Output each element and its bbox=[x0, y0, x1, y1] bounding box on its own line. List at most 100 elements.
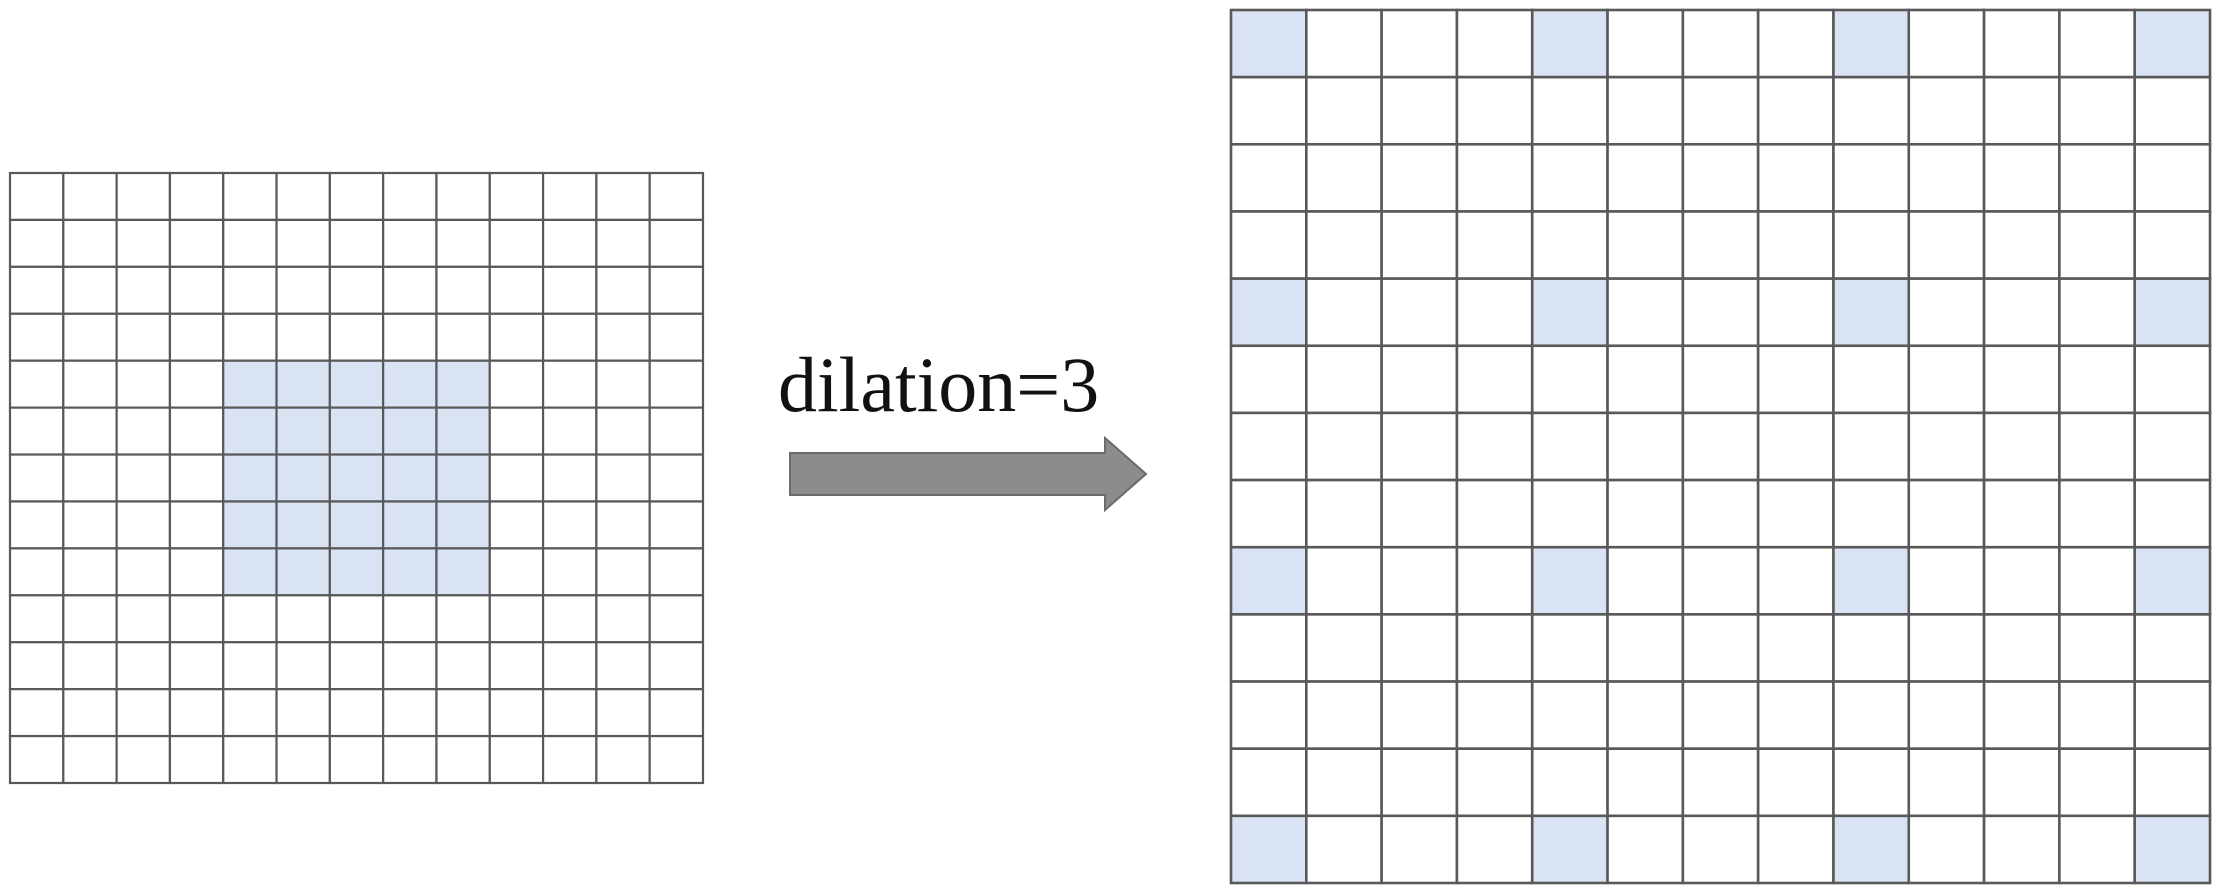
input-highlighted-cell bbox=[222, 500, 278, 550]
input-cell bbox=[115, 688, 172, 738]
dilated-cell bbox=[1907, 143, 1986, 213]
dilated-cell bbox=[1982, 75, 2061, 146]
input-cell bbox=[328, 171, 385, 222]
dilated-cell bbox=[1455, 277, 1534, 348]
dilated-cell bbox=[1832, 143, 1911, 213]
input-cell bbox=[328, 218, 385, 268]
dilated-cell bbox=[1305, 344, 1383, 415]
dilated-highlighted-cell bbox=[1832, 814, 1911, 885]
dilated-cell bbox=[1982, 210, 2061, 280]
input-cell bbox=[488, 265, 545, 315]
dilated-cell bbox=[1832, 210, 1911, 280]
dilated-cell bbox=[1380, 411, 1459, 482]
input-highlighted-cell bbox=[435, 547, 491, 597]
dilated-cell bbox=[1380, 344, 1459, 415]
dilated-cell bbox=[1832, 680, 1911, 750]
dilated-cell bbox=[1305, 210, 1383, 280]
input-highlighted-cell bbox=[435, 406, 491, 456]
dilated-highlighted-cell bbox=[2133, 814, 2212, 885]
input-cell bbox=[382, 641, 438, 691]
input-cell bbox=[8, 500, 65, 550]
dilated-cell bbox=[1530, 210, 1609, 280]
dilated-cell bbox=[1756, 478, 1835, 549]
input-cell bbox=[62, 594, 118, 644]
dilated-cell bbox=[1530, 143, 1609, 213]
input-cell bbox=[8, 265, 65, 315]
dilated-highlighted-cell bbox=[1229, 8, 1308, 79]
input-cell bbox=[168, 547, 225, 597]
dilated-cell bbox=[1907, 814, 1986, 885]
dilated-highlighted-cell bbox=[2133, 8, 2212, 79]
dilated-cell bbox=[1681, 344, 1760, 415]
dilated-cell bbox=[1756, 143, 1835, 213]
input-cell bbox=[8, 406, 65, 456]
input-cell bbox=[488, 594, 545, 644]
dilated-cell bbox=[1305, 680, 1383, 750]
dilated-cell bbox=[1305, 747, 1383, 818]
input-cell bbox=[62, 641, 118, 691]
dilated-cell bbox=[1832, 613, 1911, 683]
input-cell bbox=[488, 641, 545, 691]
input-highlighted-cell bbox=[382, 547, 438, 597]
dilated-cell bbox=[1907, 277, 1986, 348]
dilated-cell bbox=[1455, 210, 1534, 280]
input-cell bbox=[222, 171, 278, 222]
input-cell bbox=[328, 312, 385, 362]
dilated-cell bbox=[1229, 613, 1308, 683]
input-cell bbox=[648, 453, 705, 503]
dilated-cell bbox=[2058, 143, 2136, 213]
dilated-highlighted-cell bbox=[2133, 277, 2212, 348]
input-cell bbox=[595, 359, 651, 409]
input-cell bbox=[595, 734, 651, 785]
input-cell bbox=[168, 688, 225, 738]
input-cell bbox=[115, 453, 172, 503]
input-cell bbox=[8, 359, 65, 409]
input-cell bbox=[595, 547, 651, 597]
input-cell bbox=[222, 265, 278, 315]
input-cell bbox=[541, 641, 598, 691]
input-cell bbox=[595, 453, 651, 503]
dilated-cell bbox=[1606, 545, 1685, 616]
input-cell bbox=[648, 500, 705, 550]
input-cell bbox=[488, 312, 545, 362]
dilated-cell bbox=[1606, 210, 1685, 280]
input-kernel-grid bbox=[8, 171, 705, 785]
input-cell bbox=[382, 265, 438, 315]
input-cell bbox=[168, 500, 225, 550]
dilated-cell bbox=[1455, 411, 1534, 482]
dilated-cell bbox=[1681, 747, 1760, 818]
dilated-cell bbox=[1982, 478, 2061, 549]
input-cell bbox=[382, 734, 438, 785]
dilated-cell bbox=[1982, 277, 2061, 348]
input-cell bbox=[62, 171, 118, 222]
input-cell bbox=[488, 218, 545, 268]
input-cell bbox=[328, 688, 385, 738]
dilated-highlighted-cell bbox=[1530, 545, 1609, 616]
dilated-cell bbox=[1681, 545, 1760, 616]
dilated-cell bbox=[1982, 545, 2061, 616]
input-highlighted-cell bbox=[222, 453, 278, 503]
dilated-cell bbox=[1907, 411, 1986, 482]
dilated-highlighted-cell bbox=[2133, 545, 2212, 616]
dilated-cell bbox=[1380, 545, 1459, 616]
input-cell bbox=[275, 734, 331, 785]
dilated-cell bbox=[1530, 75, 1609, 146]
dilated-cell bbox=[1756, 613, 1835, 683]
input-cell bbox=[62, 218, 118, 268]
input-cell bbox=[595, 594, 651, 644]
dilated-cell bbox=[1530, 411, 1609, 482]
input-cell bbox=[275, 594, 331, 644]
input-cell bbox=[435, 688, 491, 738]
input-cell bbox=[541, 406, 598, 456]
input-highlighted-cell bbox=[328, 406, 385, 456]
dilated-cell bbox=[1229, 747, 1308, 818]
dilated-cell bbox=[2133, 613, 2212, 683]
dilated-cell bbox=[1305, 143, 1383, 213]
input-cell bbox=[168, 265, 225, 315]
input-highlighted-cell bbox=[328, 453, 385, 503]
dilated-cell bbox=[1832, 478, 1911, 549]
dilation-label: dilation=3 bbox=[778, 341, 1100, 428]
dilated-cell bbox=[1229, 478, 1308, 549]
input-cell bbox=[8, 594, 65, 644]
input-cell bbox=[8, 641, 65, 691]
